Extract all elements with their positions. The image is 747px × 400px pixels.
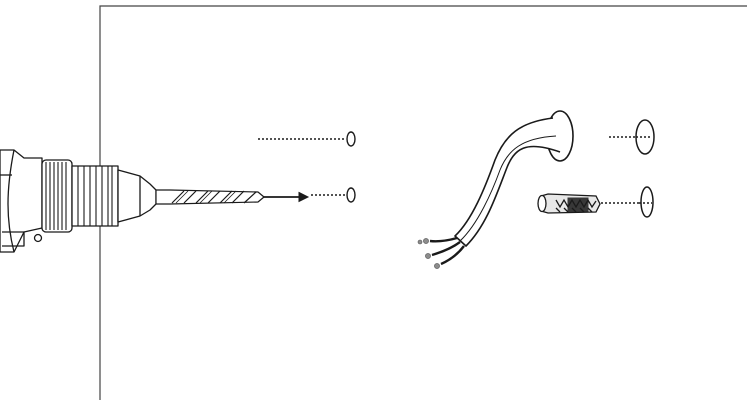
drill-bit-icon	[155, 189, 265, 205]
hole-marker-top-left	[258, 131, 356, 147]
wall-anchor-icon	[537, 193, 601, 214]
arrow-icon	[264, 191, 310, 203]
drill-icon	[0, 149, 157, 253]
hole-marker-icon	[640, 186, 654, 218]
drill-grip-ribs	[45, 162, 67, 230]
hole-marker-icon	[346, 131, 356, 147]
cable-icon	[417, 110, 574, 269]
wall-outline	[99, 5, 747, 400]
hole-marker-mid-left	[311, 187, 356, 203]
hole-marker-mid-right	[601, 186, 654, 218]
hole-marker-icon	[346, 187, 356, 203]
hole-marker-top-right	[609, 119, 655, 155]
